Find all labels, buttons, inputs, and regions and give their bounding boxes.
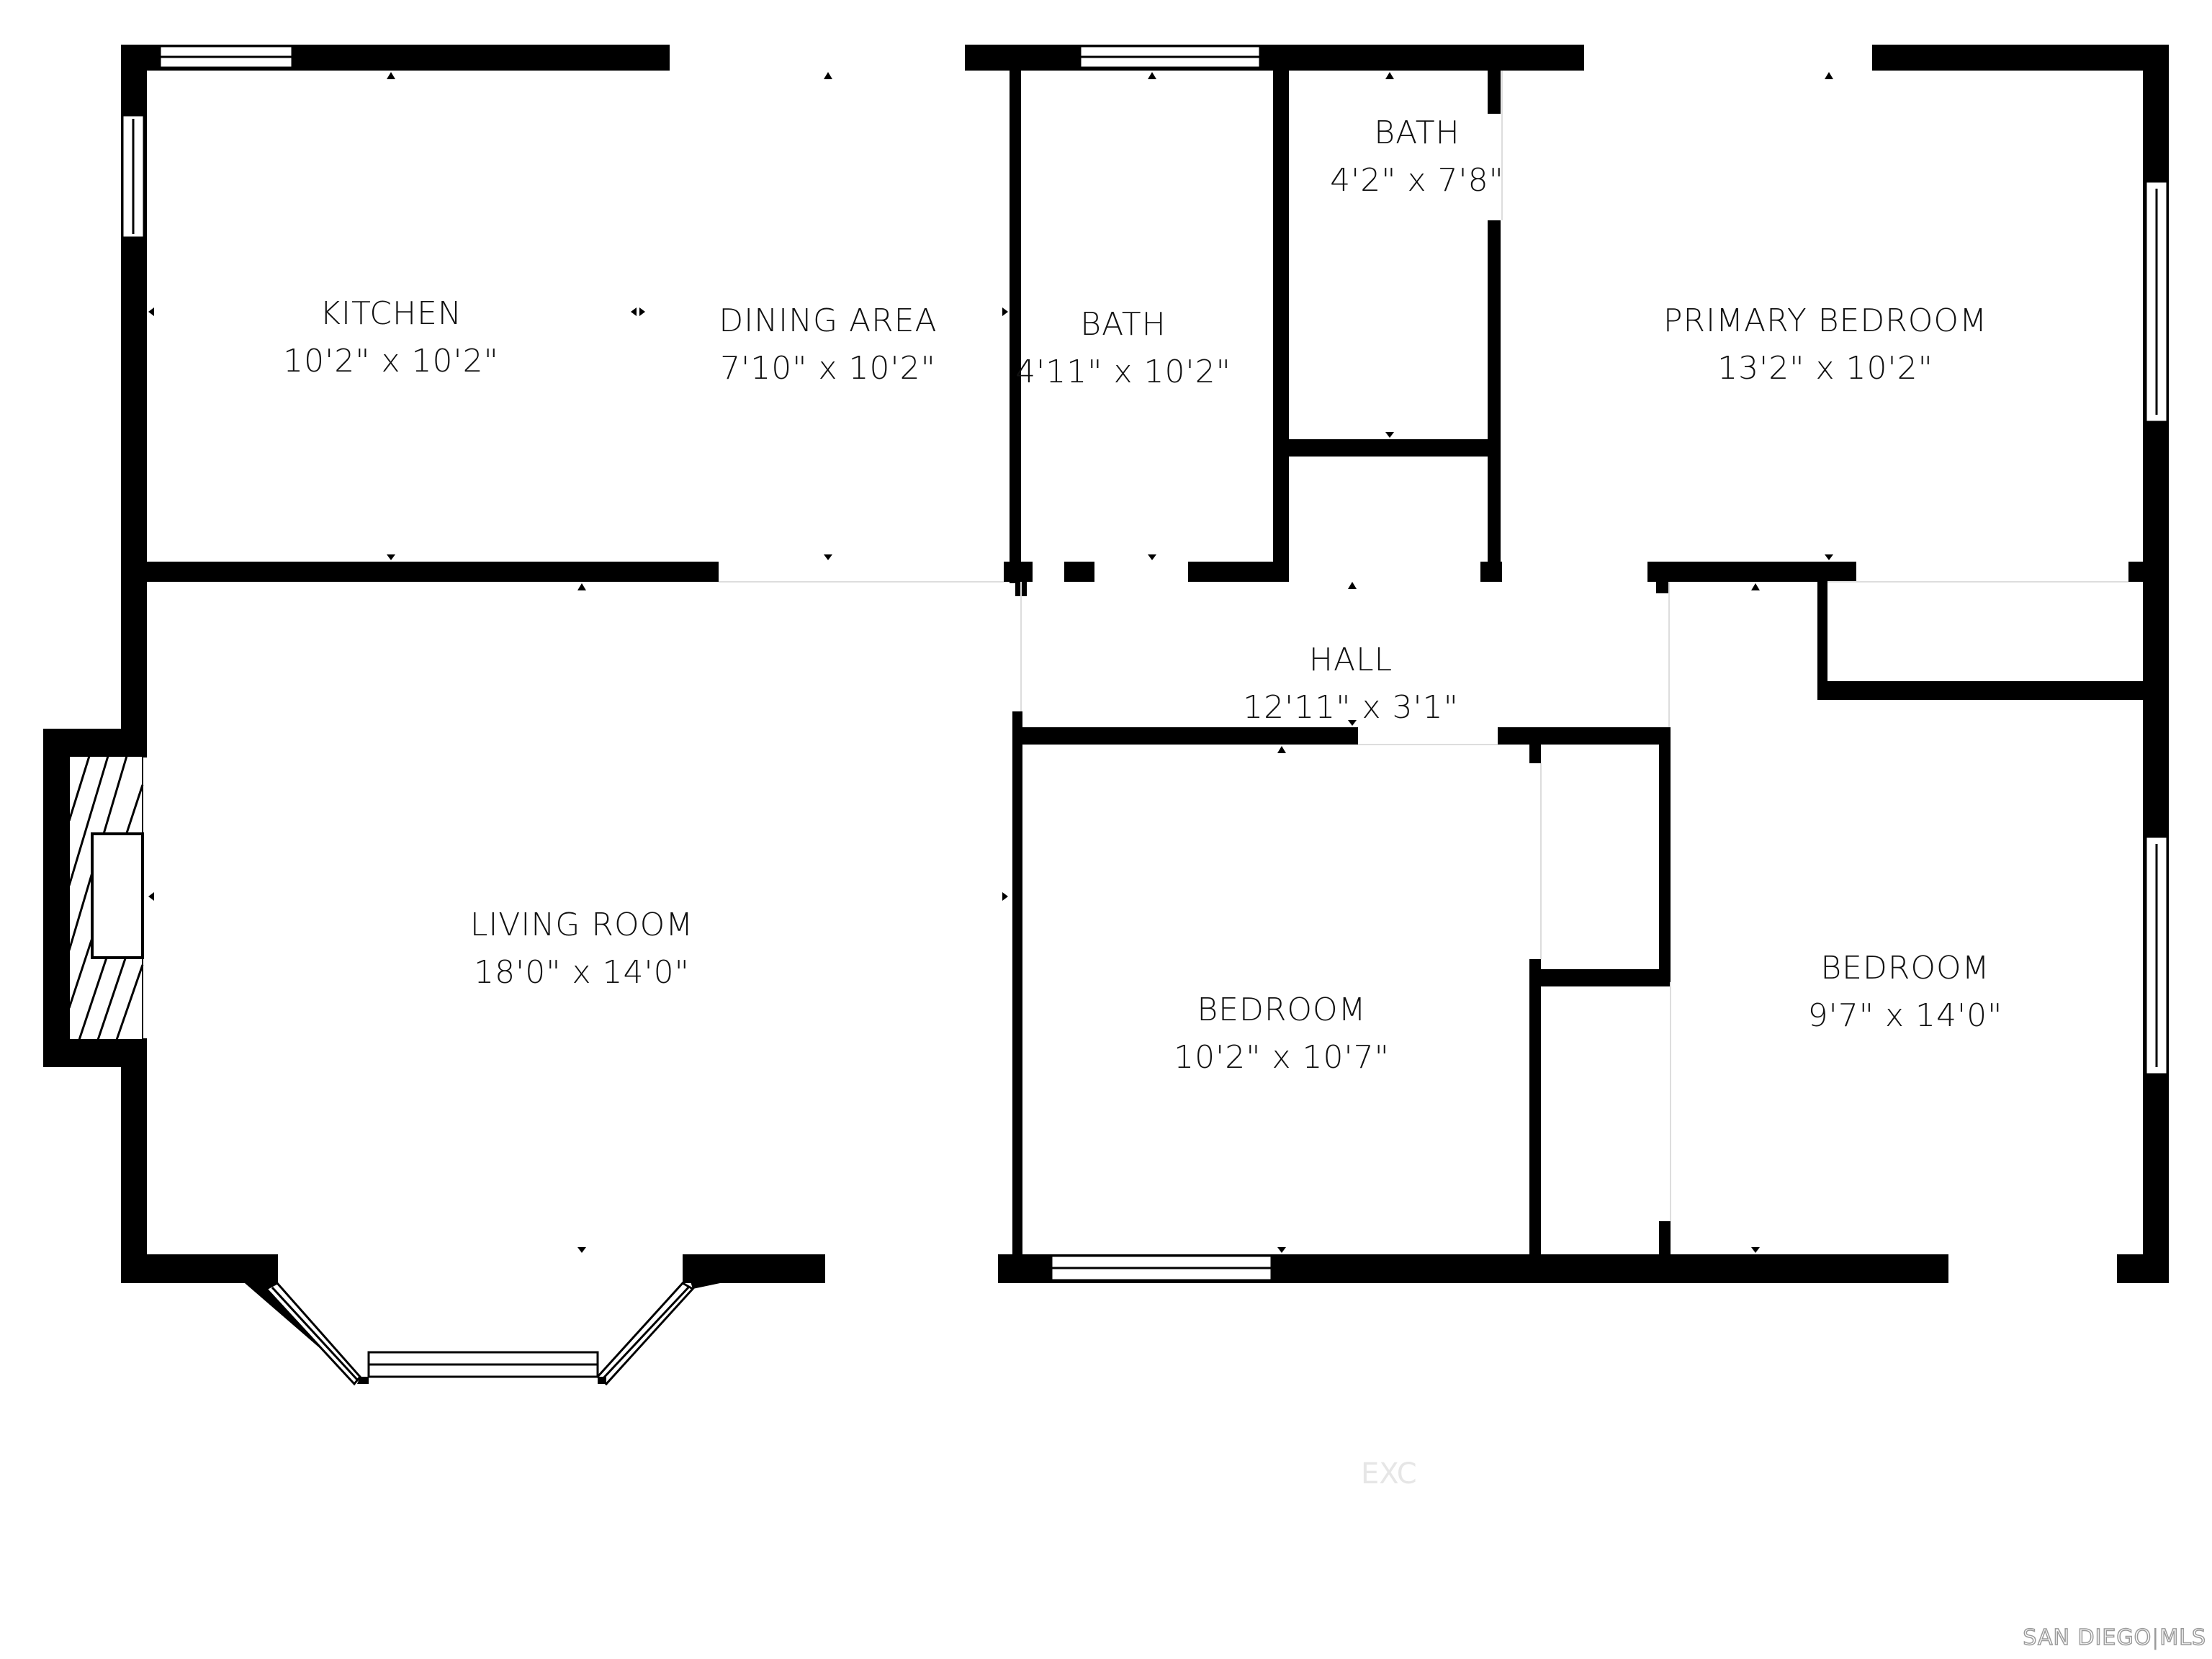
room-name: BATH [1080, 306, 1166, 343]
room-dimensions: 7'10" x 10'2" [720, 350, 936, 387]
room-name: KITCHEN [320, 295, 462, 332]
room-dimensions: 10'2" x 10'2" [283, 343, 499, 379]
room-dimensions: 10'2" x 10'7" [1174, 1039, 1390, 1076]
room-name: DINING AREA [719, 302, 938, 339]
watermark-left: SAN DIEGO [2023, 1624, 2152, 1651]
room-bedroom-2: BEDROOM 9'7" x 14'0" [1808, 945, 2003, 1040]
room-dimensions: 18'0" x 14'0" [474, 954, 690, 991]
room-name: HALL [1308, 642, 1393, 678]
dimension-markers [148, 72, 1833, 1253]
top-openings [121, 45, 2169, 1283]
room-bedroom-1: BEDROOM 10'2" x 10'7" [1174, 986, 1390, 1082]
room-hall: HALL 12'11" x 3'1" [1243, 637, 1459, 732]
room-name: BEDROOM [1820, 950, 1990, 986]
watermark: SAN DIEGO|MLS [2023, 1624, 2206, 1651]
room-dimensions: 4'11" x 10'2" [1015, 354, 1231, 390]
room-living-room: LIVING ROOM 18'0" x 14'0" [470, 902, 693, 997]
room-primary-bedroom: PRIMARY BEDROOM 13'2" x 10'2" [1663, 297, 1987, 392]
room-dimensions: 12'11" x 3'1" [1243, 689, 1459, 726]
room-dimensions: 13'2" x 10'2" [1717, 350, 1933, 387]
exterior-walls [121, 45, 2169, 1283]
interior-walls [121, 65, 2154, 1264]
room-dimensions: 9'7" x 14'0" [1807, 997, 2003, 1034]
faint-text: EXC [1361, 1457, 1417, 1491]
fireplace [43, 729, 147, 1067]
bay-window [242, 1254, 720, 1386]
room-bath-2: BATH 4'2" x 7'8" [1330, 109, 1504, 204]
room-kitchen: KITCHEN 10'2" x 10'2" [283, 290, 499, 385]
room-dimensions: 4'2" x 7'8" [1330, 162, 1504, 199]
watermark-right: MLS [2159, 1624, 2206, 1651]
room-name: BATH [1374, 114, 1460, 151]
open-boundaries [719, 71, 2128, 1221]
room-dining-area: DINING AREA 7'10" x 10'2" [719, 297, 937, 392]
room-name: LIVING ROOM [469, 907, 694, 943]
room-name: PRIMARY BEDROOM [1663, 302, 1988, 339]
room-bath-1: BATH 4'11" x 10'2" [1015, 301, 1231, 396]
room-name: BEDROOM [1197, 992, 1367, 1028]
watermark-separator: | [2152, 1625, 2160, 1650]
